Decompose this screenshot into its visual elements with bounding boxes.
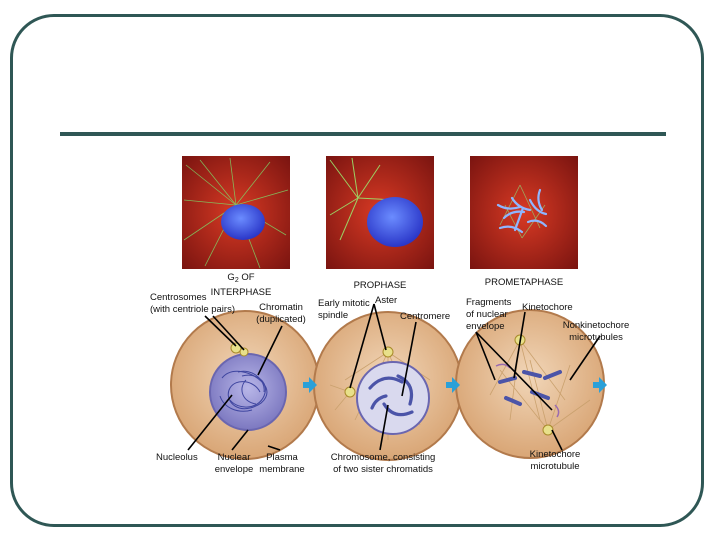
cell-prophase (313, 311, 463, 461)
label-chromosome: Chromosome, consisting of two sister chr… (320, 452, 446, 476)
arrow-right-icon (303, 377, 317, 393)
label-plasma-membrane-line2: membrane (259, 464, 305, 475)
label-chromatin: Chromatin (duplicated) (250, 302, 312, 326)
label-plasma-membrane-line1: Plasma (266, 452, 298, 463)
label-early-mitotic-spindle: Early mitotic spindle (318, 298, 370, 322)
leader-lines (187, 303, 601, 451)
stage-title-interphase-line2: INTERPHASE (210, 287, 272, 298)
label-kinetochore-microtubule: Kinetochore microtubule (526, 449, 584, 473)
label-centromere: Centromere (400, 311, 451, 322)
label-centrosomes-line2: (with centriole pairs) (150, 304, 235, 315)
label-kinetochore: Kinetochore (522, 302, 573, 313)
label-chromosome-line2: of two sister chromatids (333, 464, 433, 475)
label-nuclear-envelope-line2: envelope (214, 464, 254, 475)
label-early-spindle-line1: Early mitotic (318, 298, 370, 309)
stage-title-g: G (227, 272, 235, 283)
label-centrosomes: Centrosomes (with centriole pairs) (150, 292, 235, 316)
label-fragments-nuclear-envelope: Fragments of nuclear envelope (466, 297, 511, 333)
label-centrosomes-line1: Centrosomes (150, 292, 207, 303)
label-nonkinetochore-line1: Nonkinetochore (562, 320, 630, 331)
micrograph-interphase (182, 156, 290, 269)
arrow-right-icon (593, 377, 607, 393)
label-fragments-line2: of nuclear (466, 309, 508, 320)
label-nuclear-envelope: Nuclear envelope (210, 452, 258, 476)
label-nucleolus: Nucleolus (156, 452, 198, 463)
title-rule (60, 132, 666, 136)
label-chromatin-line2: (duplicated) (256, 314, 306, 325)
label-plasma-membrane: Plasma membrane (256, 452, 308, 476)
stage-title-sub: 2 (234, 277, 239, 284)
arrow-right-icon (446, 377, 460, 393)
stage-title-prophase: PROPHASE (353, 280, 407, 291)
label-kinetochore-mt-line2: microtubule (530, 461, 580, 472)
label-early-spindle-line2: spindle (318, 310, 349, 321)
stage-arrows (303, 377, 607, 393)
stage-title-of: OF (238, 272, 255, 283)
label-nonkinetochore-line2: microtubules (569, 332, 623, 343)
label-kinetochore-mt-line1: Kinetochore (529, 449, 581, 460)
label-nuclear-envelope-line1: Nuclear (217, 452, 251, 463)
label-chromatin-line1: Chromatin (259, 302, 303, 313)
micrograph-prophase (326, 156, 434, 269)
label-nonkinetochore-microtubules: Nonkinetochore microtubules (560, 320, 632, 344)
label-chromosome-line1: Chromosome, consisting (330, 452, 436, 463)
stage-title-prometaphase: PROMETAPHASE (484, 277, 564, 288)
stage-title-interphase: G2 OF INTERPHASE (196, 272, 286, 299)
label-aster: Aster (375, 295, 398, 306)
micrograph-prometaphase (470, 156, 578, 269)
label-fragments-line1: Fragments (466, 297, 512, 308)
slide-frame (10, 14, 704, 527)
cell-interphase (170, 310, 320, 460)
label-fragments-line3: envelope (466, 321, 505, 332)
